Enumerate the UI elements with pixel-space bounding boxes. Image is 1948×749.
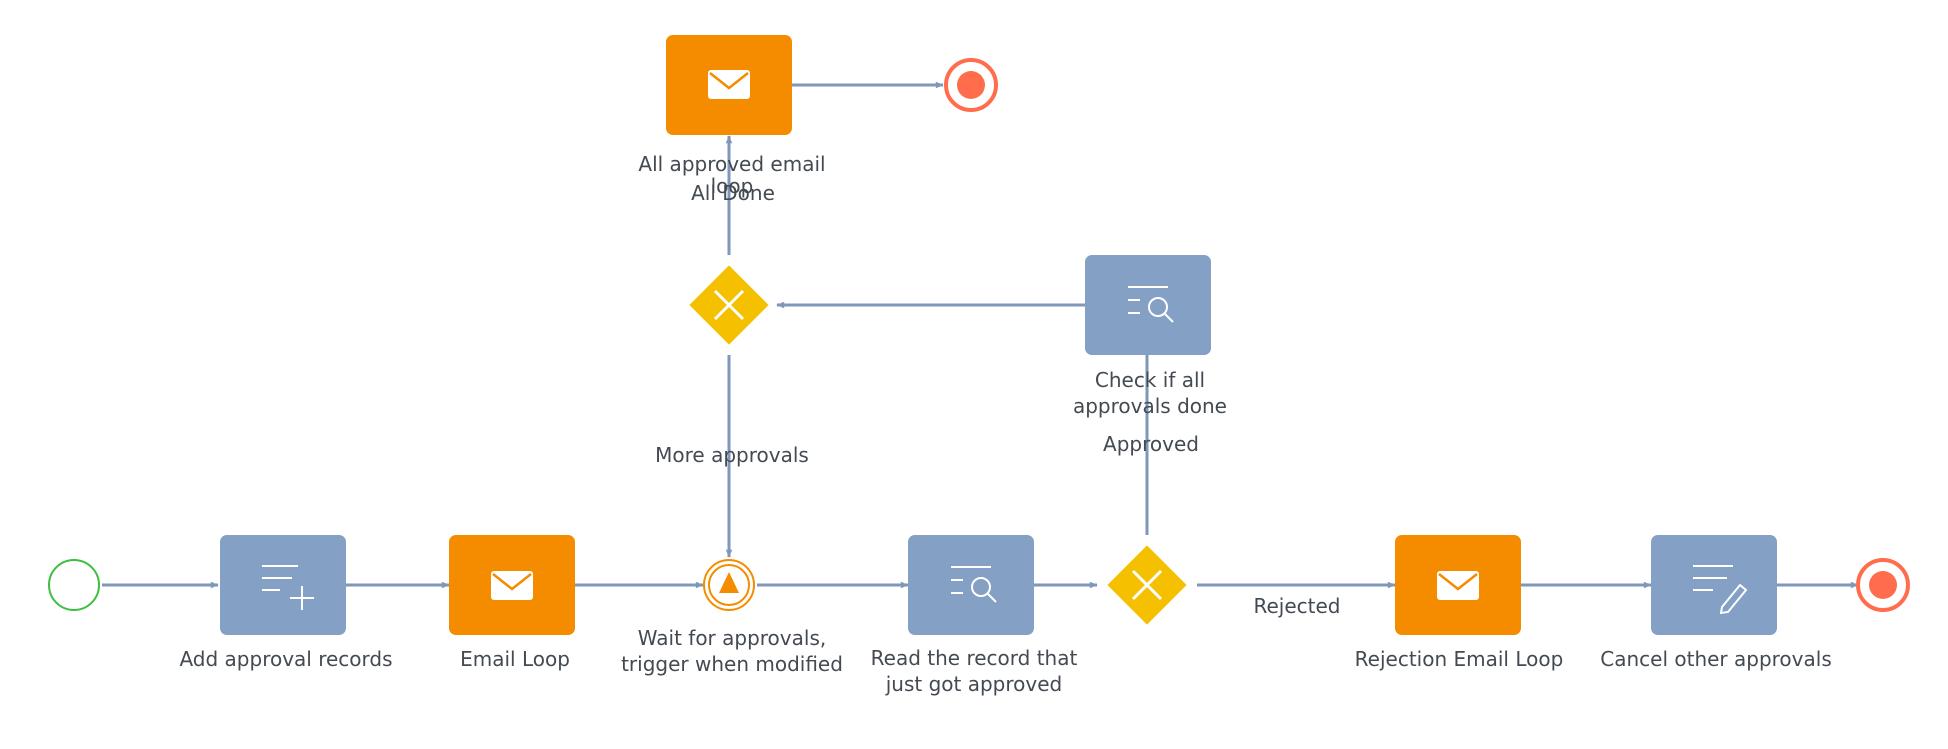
label-add-approval-records: Add approval records [179, 647, 392, 671]
label-rejection-email-loop: Rejection Email Loop [1355, 647, 1564, 671]
x-icon [1131, 569, 1163, 601]
envelope-icon [1437, 571, 1479, 600]
flow-label-rejected: Rejected [1253, 594, 1340, 618]
envelope-icon [491, 571, 533, 600]
end-event-top[interactable] [944, 58, 998, 112]
task-email-loop[interactable] [449, 535, 575, 635]
start-event[interactable] [48, 559, 100, 611]
event-wait-for-approvals[interactable] [703, 559, 755, 611]
flow-label-all-done: All Done [691, 181, 775, 205]
task-all-approved-email-loop[interactable] [666, 35, 792, 135]
label-wait-for-approvals: Wait for approvals,trigger when modified [621, 626, 843, 676]
gateway-all-done[interactable] [689, 265, 769, 345]
signal-triangle-icon [719, 572, 739, 593]
sequence-flows [102, 81, 1859, 589]
task-cancel-other-approvals[interactable] [1651, 535, 1777, 635]
gateway-approval-result[interactable] [1107, 545, 1187, 625]
task-read-record[interactable] [908, 535, 1034, 635]
list-search-icon [1128, 286, 1174, 323]
task-add-approval-records[interactable] [220, 535, 346, 635]
task-rejection-email-loop[interactable] [1395, 535, 1521, 635]
list-add-icon [262, 565, 314, 610]
list-search-icon [951, 566, 997, 603]
label-email-loop: Email Loop [460, 647, 570, 671]
envelope-icon [708, 70, 750, 99]
label-cancel-other-approvals: Cancel other approvals [1600, 647, 1831, 671]
x-icon [713, 289, 745, 321]
task-check-all-approvals[interactable] [1085, 255, 1211, 355]
end-event-bottom[interactable] [1856, 558, 1910, 612]
list-edit-icon [1693, 565, 1748, 615]
flow-label-approved: Approved [1103, 432, 1199, 456]
flow-label-more-approvals: More approvals [655, 443, 809, 467]
